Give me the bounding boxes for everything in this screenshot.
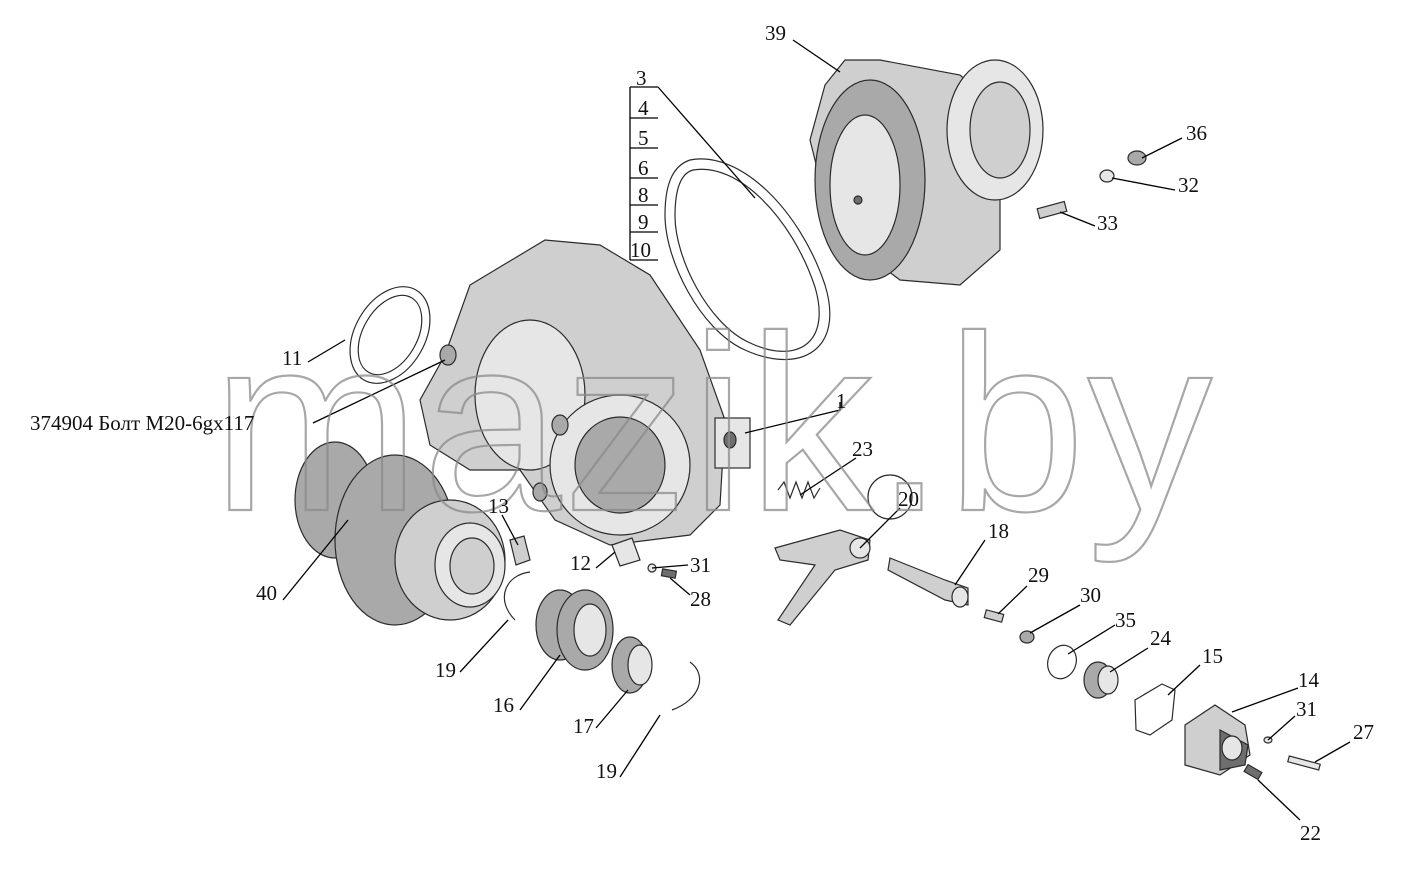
part-1-main-housing[interactable] xyxy=(419,239,751,546)
label-35: 35 xyxy=(1115,608,1136,632)
label-19-left: 19 xyxy=(435,658,456,682)
label-27: 27 xyxy=(1353,720,1374,744)
label-30: 30 xyxy=(1080,583,1101,607)
label-15: 15 xyxy=(1202,644,1223,668)
label-12: 12 xyxy=(570,551,591,575)
label-5: 5 xyxy=(638,126,649,150)
part-23-spring[interactable] xyxy=(777,480,821,500)
label-4: 4 xyxy=(638,96,649,120)
part-30-nut[interactable] xyxy=(1019,630,1035,644)
label-14: 14 xyxy=(1298,668,1320,692)
part-27-rod[interactable] xyxy=(1287,755,1321,771)
label-22: 22 xyxy=(1300,821,1321,845)
label-23: 23 xyxy=(852,437,873,461)
part-28-bolt[interactable] xyxy=(660,568,678,579)
label-13: 13 xyxy=(488,494,509,518)
label-40: 40 xyxy=(256,581,277,605)
part-29-pin[interactable] xyxy=(983,609,1005,623)
label-19-bottom: 19 xyxy=(596,759,617,783)
label-9: 9 xyxy=(638,210,649,234)
part-12-lock-plates[interactable] xyxy=(611,537,641,567)
label-10: 10 xyxy=(630,238,651,262)
label-36: 36 xyxy=(1186,121,1207,145)
part-33-pin[interactable] xyxy=(1036,200,1068,220)
part-15-cylinder-gasket[interactable] xyxy=(1134,683,1176,736)
part-36-nut[interactable] xyxy=(1127,150,1147,166)
part-18-shift-rod[interactable] xyxy=(887,557,969,608)
part-3-gasket[interactable] xyxy=(664,158,831,361)
part-35-o-ring[interactable] xyxy=(1043,641,1081,683)
label-29: 29 xyxy=(1028,563,1049,587)
part-39-drive-gear-housing[interactable] xyxy=(809,59,1044,286)
part-11-bearing-ring[interactable] xyxy=(334,272,447,397)
part-40-differential-assembly[interactable] xyxy=(294,441,506,626)
part-32-washer[interactable] xyxy=(1099,169,1115,183)
bolt-note: 374904 Болт М20-6gx117 xyxy=(30,411,254,435)
part-14-cylinder-block[interactable] xyxy=(1184,704,1251,776)
part-16-coupling-sleeve[interactable] xyxy=(535,589,614,671)
part-labels: 39 36 32 33 3 4 5 6 8 9 10 11 374904 Бол… xyxy=(30,21,1374,845)
label-18: 18 xyxy=(988,519,1009,543)
part-13-lock-plate[interactable] xyxy=(509,535,531,566)
label-16: 16 xyxy=(493,693,514,717)
label-3: 3 xyxy=(636,66,647,90)
label-28: 28 xyxy=(690,587,711,611)
watermark-text: mazik.by xyxy=(212,284,1214,563)
label-33: 33 xyxy=(1097,211,1118,235)
part-19-snap-ring-a[interactable] xyxy=(503,571,531,621)
part-24-piston[interactable] xyxy=(1083,661,1119,699)
part-17-spline-gear[interactable] xyxy=(611,636,653,694)
leader-lines xyxy=(282,39,1351,821)
label-24: 24 xyxy=(1150,626,1172,650)
label-11: 11 xyxy=(282,346,302,370)
label-31-lower: 31 xyxy=(1296,697,1317,721)
label-1: 1 xyxy=(836,389,847,413)
label-39: 39 xyxy=(765,21,786,45)
label-20: 20 xyxy=(898,487,919,511)
label-6: 6 xyxy=(638,156,649,180)
label-17: 17 xyxy=(573,714,594,738)
label-8: 8 xyxy=(638,183,649,207)
label-31-upper: 31 xyxy=(690,553,711,577)
part-19-snap-ring-b[interactable] xyxy=(671,661,701,711)
part-22-screw[interactable] xyxy=(1243,763,1263,781)
label-32: 32 xyxy=(1178,173,1199,197)
